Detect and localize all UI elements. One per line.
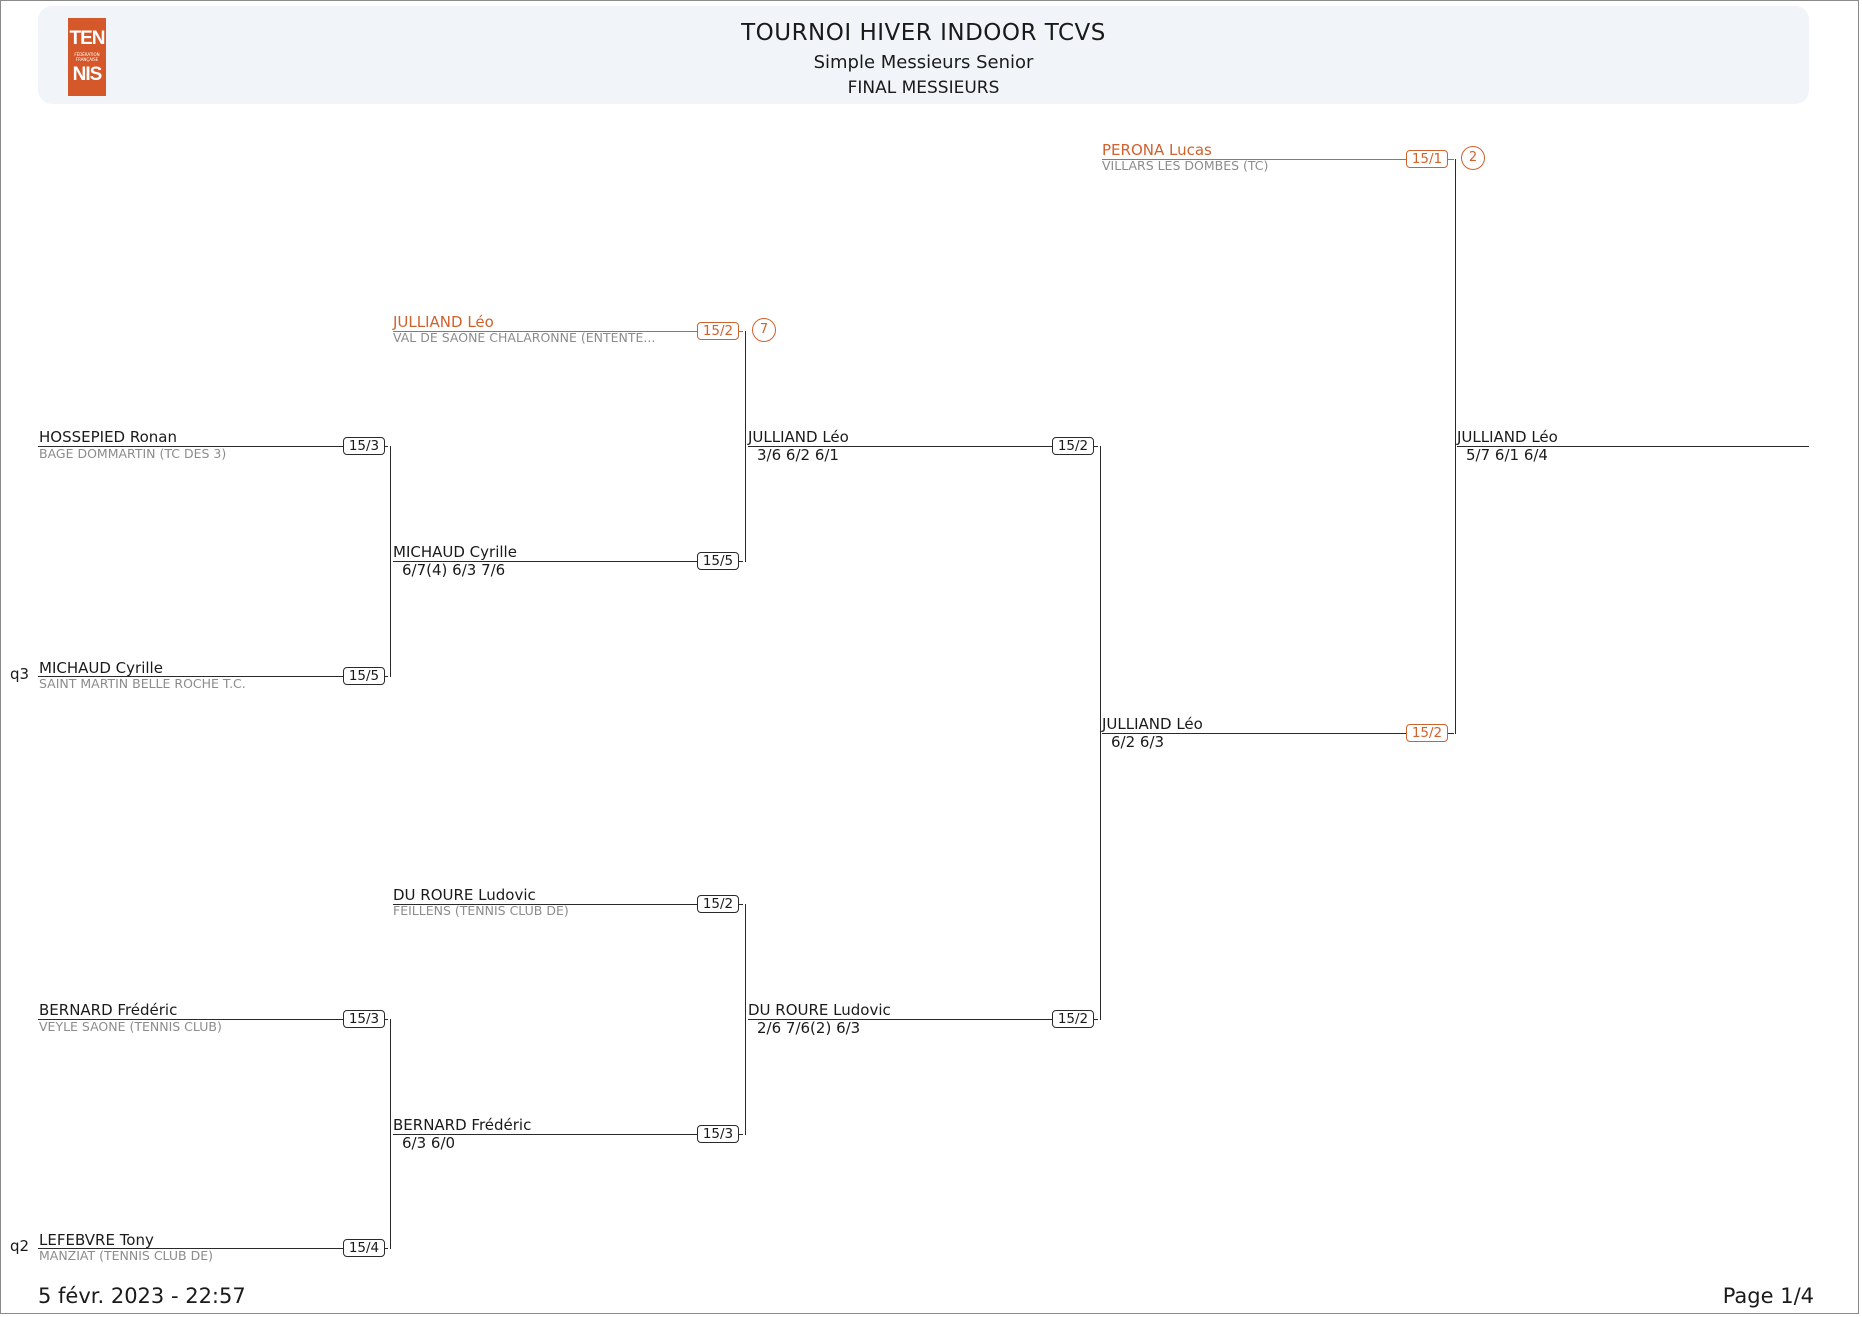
page-number: Page 1/4: [1722, 1284, 1814, 1308]
player-name: PERONA Lucas: [1102, 141, 1212, 159]
bracket-connector: [390, 446, 391, 677]
bracket-line: [1102, 159, 1454, 160]
player-name: DU ROURE Ludovic: [393, 886, 536, 904]
player-name: BERNARD Frédéric: [39, 1001, 178, 1019]
qualifier-label: q2: [10, 1237, 30, 1255]
stage-title: FINAL MESSIEURS: [847, 78, 1000, 98]
bracket-line: [393, 904, 743, 905]
ranking-badge: 15/2: [1406, 724, 1448, 742]
ranking-badge: 15/5: [343, 667, 385, 685]
ranking-badge: 15/2: [1052, 437, 1094, 455]
match-winner: JULLIAND Léo: [1102, 715, 1203, 733]
ranking-badge: 15/1: [1406, 150, 1448, 168]
match-score: 6/3 6/0: [402, 1134, 456, 1152]
bracket-line: [1457, 446, 1809, 447]
header-banner: TEN FÉDÉRATION FRANÇAISE NIS TOURNOI HIV…: [38, 6, 1809, 104]
match-score: 3/6 6/2 6/1: [757, 446, 839, 464]
ranking-badge: 15/4: [343, 1239, 385, 1257]
player-name: JULLIAND Léo: [393, 313, 494, 331]
bracket-line: [393, 561, 743, 562]
tennis-logo-icon: TEN FÉDÉRATION FRANÇAISE NIS: [68, 18, 106, 96]
bracket-connector: [390, 1019, 391, 1249]
match-score: 2/6 7/6(2) 6/3: [757, 1019, 861, 1037]
player-name: MICHAUD Cyrille: [39, 659, 163, 677]
bracket-connector: [1455, 159, 1456, 734]
player-club: VAL DE SAONE CHALARONNE (ENTENTE...: [393, 331, 656, 345]
player-club: SAINT MARTIN BELLE ROCHE T.C.: [39, 677, 246, 691]
player-club: MANZIAT (TENNIS CLUB DE): [39, 1249, 213, 1263]
bracket-line: [1102, 733, 1454, 734]
player-club: VILLARS LES DOMBES (TC): [1102, 159, 1269, 173]
bracket-connector: [745, 904, 746, 1135]
ranking-badge: 15/3: [697, 1125, 739, 1143]
ranking-badge: 15/2: [697, 895, 739, 913]
bracket-line: [38, 676, 388, 677]
champion-name: JULLIAND Léo: [1457, 428, 1558, 446]
ranking-badge: 15/2: [1052, 1010, 1094, 1028]
match-winner: BERNARD Frédéric: [393, 1116, 532, 1134]
bracket-line: [748, 446, 1098, 447]
bracket-connector: [1100, 446, 1101, 1020]
final-score: 5/7 6/1 6/4: [1466, 446, 1548, 464]
bracket-line: [393, 331, 743, 332]
seed-badge: 2: [1461, 146, 1485, 170]
bracket-connector: [745, 331, 746, 562]
match-winner: DU ROURE Ludovic: [748, 1001, 891, 1019]
bracket-line: [38, 1248, 388, 1249]
qualifier-label: q3: [10, 665, 30, 683]
match-winner: MICHAUD Cyrille: [393, 543, 517, 561]
ranking-badge: 15/5: [697, 552, 739, 570]
ranking-badge: 15/2: [697, 322, 739, 340]
match-score: 6/2 6/3: [1111, 733, 1165, 751]
match-score: 6/7(4) 6/3 7/6: [402, 561, 506, 579]
player-club: BAGE DOMMARTIN (TC DES 3): [39, 447, 227, 461]
player-name: HOSSEPIED Ronan: [39, 428, 178, 446]
ranking-badge: 15/3: [343, 1010, 385, 1028]
bracket-line: [38, 1019, 388, 1020]
player-name: LEFEBVRE Tony: [39, 1231, 154, 1249]
event-subtitle: Simple Messieurs Senior: [813, 52, 1034, 73]
seed-badge: 7: [752, 318, 776, 342]
print-date: 5 févr. 2023 - 22:57: [38, 1284, 246, 1308]
player-club: FEILLENS (TENNIS CLUB DE): [393, 904, 569, 918]
match-winner: JULLIAND Léo: [748, 428, 849, 446]
player-club: VEYLE SAONE (TENNIS CLUB): [39, 1020, 222, 1034]
ranking-badge: 15/3: [343, 437, 385, 455]
bracket-line: [393, 1134, 743, 1135]
bracket-line: [38, 446, 388, 447]
bracket-line: [748, 1019, 1098, 1020]
tournament-title: TOURNOI HIVER INDOOR TCVS: [741, 20, 1106, 46]
